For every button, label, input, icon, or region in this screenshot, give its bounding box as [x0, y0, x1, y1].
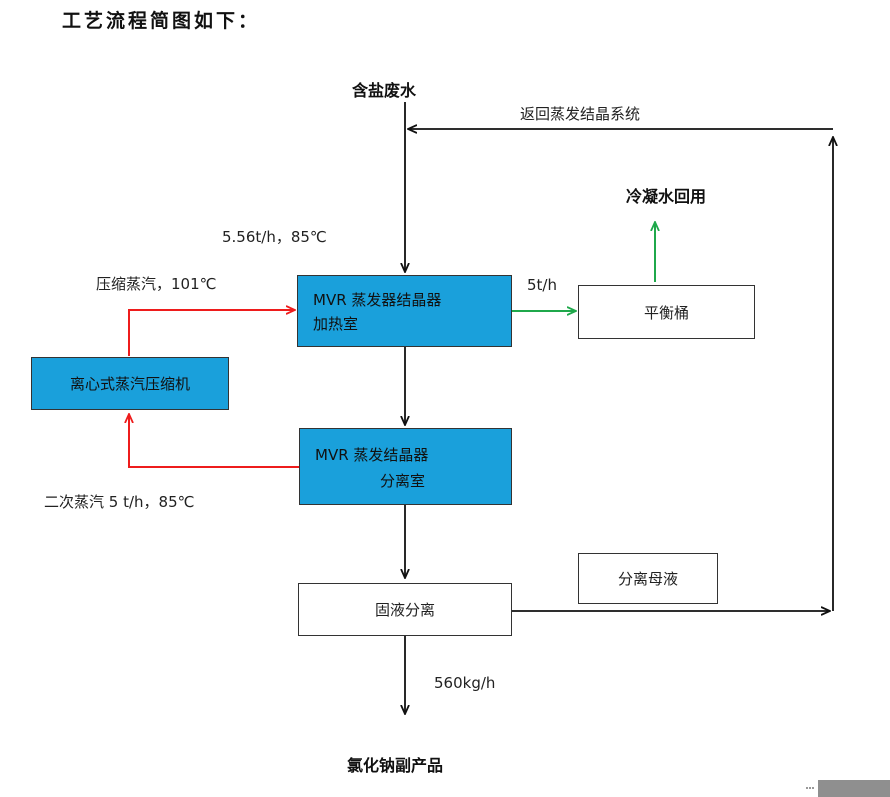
corner-dots: [806, 787, 814, 793]
mvr-heater-line1: MVR 蒸发器结晶器: [313, 291, 442, 309]
mvr-heater-line2: 加热室: [313, 315, 359, 333]
output-flow-label: 560kg/h: [434, 674, 496, 692]
page-heading: 工艺流程简图如下：: [62, 10, 261, 32]
mvr-separator-line2: 分离室: [380, 472, 426, 490]
balance-tank-box: 平衡桶: [578, 285, 755, 339]
mvr-separator-box: MVR 蒸发结晶器 分离室: [299, 428, 512, 505]
compressed-steam-label: 压缩蒸汽，101℃: [96, 275, 217, 293]
mvr-separator-line1: MVR 蒸发结晶器: [315, 446, 429, 464]
secondary-steam-label: 二次蒸汽 5 t/h，85℃: [44, 493, 195, 511]
arrow-compressed-steam: [128, 310, 295, 356]
input-wastewater-label: 含盐废水: [352, 81, 417, 100]
feed-rate-label: 5.56t/h，85℃: [222, 228, 327, 246]
arrow-secondary-steam: [129, 414, 299, 468]
condensate-reuse-label: 冷凝水回用: [626, 187, 707, 206]
condensate-flow-label: 5t/h: [527, 276, 557, 294]
compressor-box: 离心式蒸汽压缩机: [31, 357, 229, 410]
mvr-heater-box: MVR 蒸发器结晶器 加热室: [297, 275, 512, 347]
mother-liquor-box: 分离母液: [578, 553, 718, 604]
solid-liquid-separation-box: 固液分离: [298, 583, 512, 636]
corner-bar: [818, 780, 890, 797]
nacl-product-label: 氯化钠副产品: [347, 756, 444, 775]
return-system-label: 返回蒸发结晶系统: [520, 105, 641, 123]
